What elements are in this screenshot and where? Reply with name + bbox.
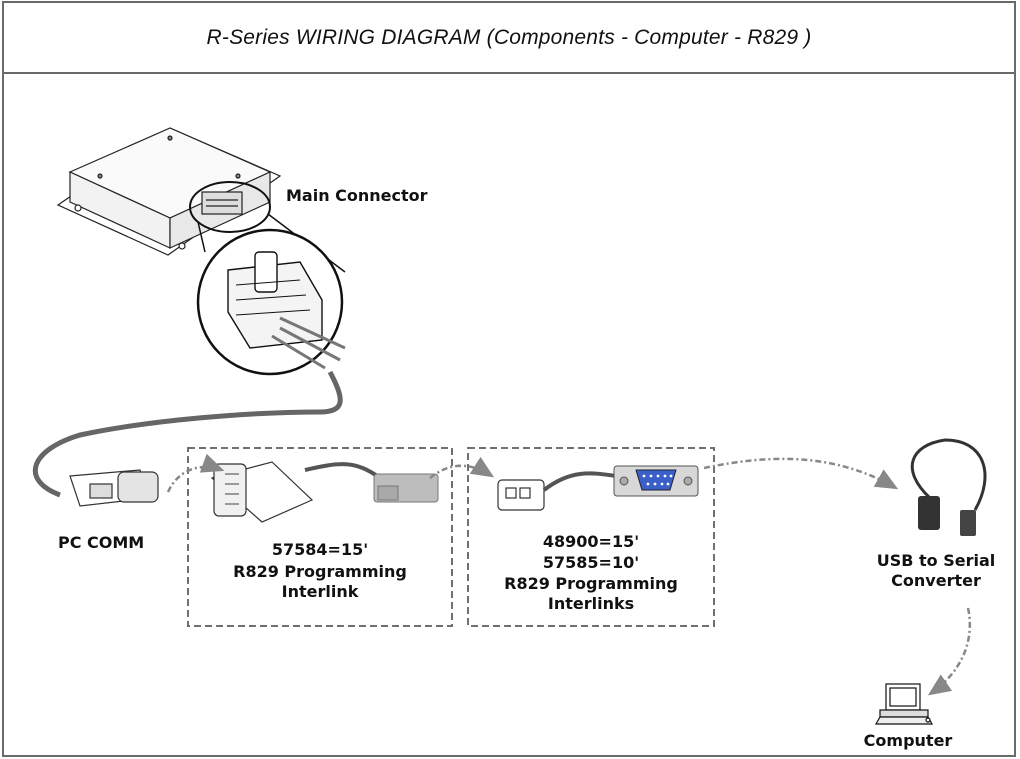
title-bar: R-Series WIRING DIAGRAM (Components - Co…	[2, 1, 1016, 74]
label-usb-1: USB to Serial	[876, 551, 996, 570]
connector-closeup-icon	[189, 181, 346, 376]
interlink-a-box	[187, 447, 453, 627]
label-interlink-b-name-1: R829 Programming	[504, 574, 678, 593]
interlink-a-cable	[304, 462, 382, 480]
computer-icon	[874, 683, 934, 725]
label-interlink-a-name-1: R829 Programming	[233, 562, 407, 581]
db9-port-icon	[613, 465, 699, 497]
main-cable	[32, 370, 343, 498]
label-computer: Computer	[863, 731, 953, 750]
controller-module-icon	[56, 127, 282, 256]
gray-adapter-icon	[373, 473, 439, 503]
label-main-connector: Main Connector	[286, 186, 428, 205]
arrow-port-to-usb	[703, 457, 899, 490]
label-interlink-a-name-2: Interlink	[281, 582, 359, 601]
label-interlink-a-part: 57584=15'	[271, 540, 369, 559]
interlink-b-box	[467, 447, 715, 627]
interlink-b-cable	[542, 471, 617, 492]
arrow-usb-to-computer	[927, 607, 972, 696]
arrow-adapter-to-connector	[429, 456, 495, 479]
usb-serial-cable-icon	[910, 438, 987, 536]
page-title: R-Series WIRING DIAGRAM (Components - Co…	[206, 25, 812, 49]
label-usb-2: Converter	[891, 571, 981, 590]
pc-comm-plug-icon	[69, 469, 159, 507]
label-interlink-b-part-1: 48900=15'	[542, 532, 640, 551]
interlink-plug-icon	[210, 461, 314, 523]
label-interlink-b-part-2: 57585=10'	[542, 553, 640, 572]
arrow-pc-to-interlink	[166, 453, 225, 493]
label-pc-comm: PC COMM	[58, 533, 145, 552]
small-connector-icon	[497, 479, 545, 511]
label-interlink-b-name-2: Interlinks	[547, 594, 635, 613]
